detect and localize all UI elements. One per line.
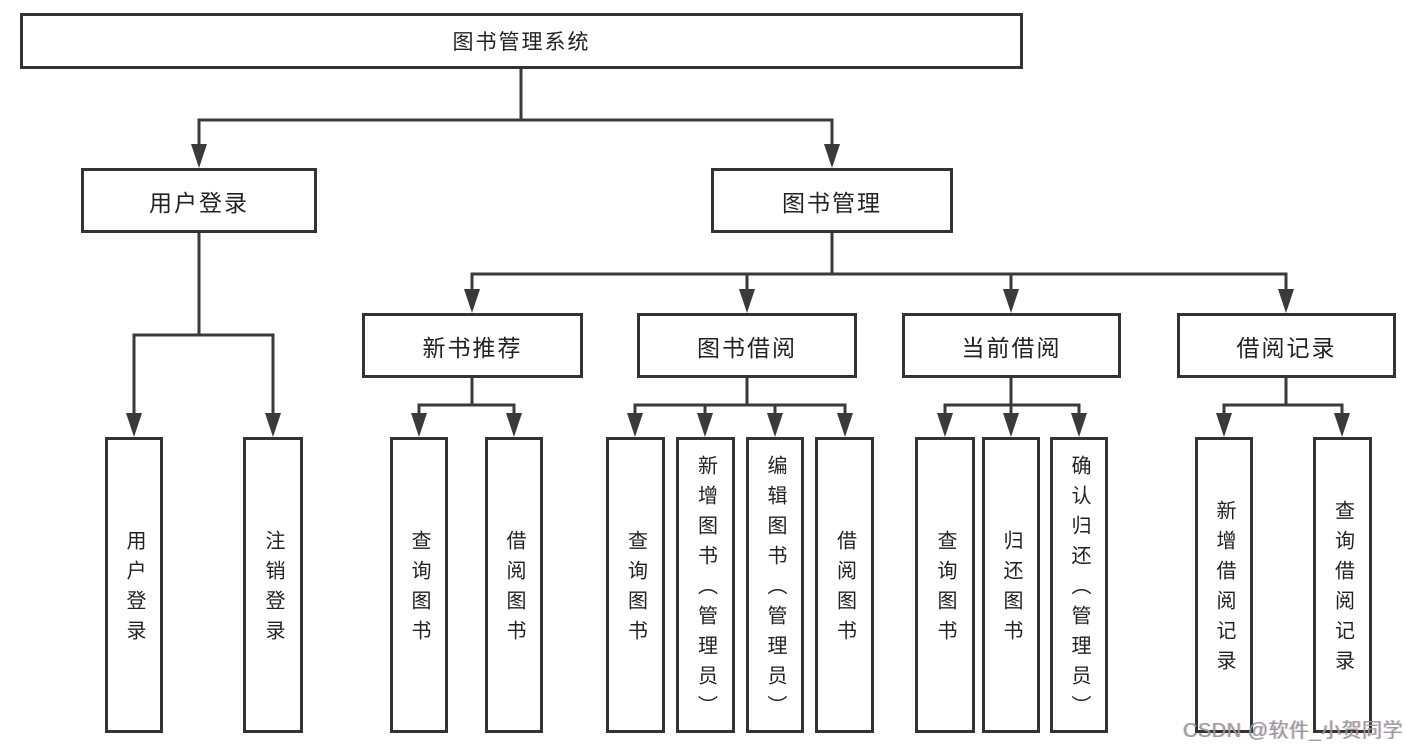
connector-root-to-level2 — [197, 69, 834, 164]
node-leaf-user-login: 用户登录 — [105, 437, 163, 733]
node-book-borrow: 图书借阅 — [637, 313, 857, 378]
node-label: 新增借阅记录 — [1213, 500, 1235, 680]
node-label: 用户登录 — [123, 530, 145, 650]
node-leaf-return-books: 归还图书 — [982, 437, 1040, 733]
arrow-icon — [1334, 413, 1350, 437]
node-leaf-confirm-return-admin: 确认归还（管理员） — [1050, 437, 1108, 733]
node-label: 确认归还（管理员） — [1068, 455, 1090, 725]
node-current-borrow: 当前借阅 — [902, 313, 1121, 378]
node-user-login: 用户登录 — [81, 168, 317, 233]
node-leaf-edit-books-admin: 编辑图书（管理员） — [746, 437, 804, 733]
arrowheads — [126, 144, 1350, 437]
node-label: 查询图书 — [934, 530, 956, 650]
arrow-icon — [506, 413, 522, 437]
arrow-icon — [1071, 413, 1087, 437]
connector-bookborrow-to-leaves — [633, 378, 847, 433]
arrow-icon — [1003, 289, 1019, 313]
node-leaf-logout: 注销登录 — [243, 437, 303, 733]
arrow-icon — [1003, 413, 1019, 437]
node-leaf-borrow-books-2: 借阅图书 — [815, 437, 874, 733]
node-label: 查询借阅记录 — [1331, 500, 1354, 680]
node-leaf-search-books-2: 查询图书 — [606, 437, 665, 733]
node-label: 当前借阅 — [961, 334, 1062, 361]
node-label: 图书管理 — [782, 189, 882, 216]
node-library-management-system: 图书管理系统 — [20, 13, 1023, 69]
arrow-icon — [411, 413, 427, 437]
node-leaf-search-books-3: 查询图书 — [915, 437, 975, 733]
arrow-icon — [1216, 413, 1232, 437]
node-label: 注销登录 — [262, 530, 284, 650]
node-label: 图书借阅 — [697, 334, 797, 361]
arrow-icon — [697, 413, 713, 437]
node-leaf-borrow-books-1: 借阅图书 — [485, 437, 543, 733]
node-leaf-search-books-1: 查询图书 — [390, 437, 448, 733]
arrow-icon — [464, 289, 480, 313]
node-label: 借阅图书 — [503, 530, 525, 650]
arrow-icon — [1278, 289, 1294, 313]
node-label: 编辑图书（管理员） — [764, 455, 786, 725]
node-label: 新书推荐 — [422, 334, 523, 361]
node-label: 借阅图书 — [833, 530, 856, 650]
node-borrow-records: 借阅记录 — [1177, 313, 1396, 378]
connector-bookmgmt-to-level3 — [470, 233, 1288, 309]
node-leaf-search-borrow-record: 查询借阅记录 — [1313, 437, 1372, 733]
arrow-icon — [191, 144, 207, 168]
connector-newbook-to-leaves — [417, 378, 516, 433]
arrow-icon — [126, 413, 142, 437]
node-new-book-recommend: 新书推荐 — [362, 313, 583, 378]
csdn-watermark: CSDN @软件_小贺同学 — [1183, 720, 1404, 742]
node-leaf-add-borrow-record: 新增借阅记录 — [1195, 437, 1253, 733]
node-label: 用户登录 — [149, 189, 249, 216]
node-book-management: 图书管理 — [711, 168, 953, 233]
arrow-icon — [265, 413, 281, 437]
connector-userlogin-to-leaves — [132, 232, 275, 433]
node-leaf-add-books-admin: 新增图书（管理员） — [676, 437, 735, 733]
node-label: 归还图书 — [1000, 530, 1022, 650]
node-label: 查询图书 — [408, 530, 430, 650]
arrow-icon — [767, 413, 783, 437]
connector-records-to-leaves — [1222, 378, 1344, 433]
node-label: 新增图书（管理员） — [694, 455, 717, 725]
arrow-icon — [837, 413, 853, 437]
arrow-icon — [627, 413, 643, 437]
arrow-icon — [937, 413, 953, 437]
node-label: 图书管理系统 — [452, 31, 591, 54]
arrow-icon — [739, 289, 755, 313]
arrow-icon — [824, 144, 840, 168]
node-label: 查询图书 — [624, 530, 647, 650]
node-label: 借阅记录 — [1236, 334, 1337, 361]
